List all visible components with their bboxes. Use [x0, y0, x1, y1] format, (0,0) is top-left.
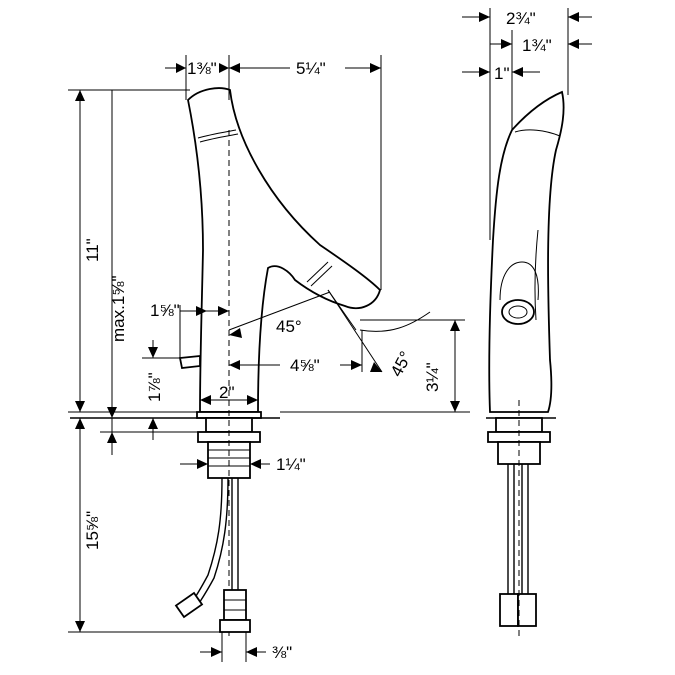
arrow	[370, 362, 382, 372]
lever-handle	[178, 355, 201, 369]
angle-line-1	[228, 291, 331, 331]
dimension-lines	[68, 8, 592, 662]
arrow	[247, 395, 258, 405]
arrow	[196, 306, 207, 316]
arrow	[211, 647, 222, 657]
label-shank-width: 1¼"	[276, 455, 306, 474]
arrow	[107, 432, 117, 443]
side-fitting-left	[499, 593, 519, 627]
label-lever-height: 1⅞"	[145, 372, 164, 402]
side-rim-line	[514, 129, 561, 137]
angle-arc	[359, 311, 431, 332]
label-upper-depth: 1¾"	[522, 36, 552, 55]
arrow	[75, 418, 85, 429]
arrow	[501, 39, 512, 49]
label-total-height: 11"	[83, 238, 102, 262]
label-hose-length: 15⅝"	[83, 511, 102, 550]
arrow	[568, 12, 579, 22]
side-spray-outline	[499, 261, 539, 301]
label-spout-reach: 5¼"	[296, 59, 326, 78]
arrow	[75, 90, 85, 101]
spout-rim-line-2	[199, 133, 239, 143]
arrow	[479, 12, 490, 22]
dimension-labels: 1⅜" 5¼" 11" max.1⅝" 1⅝" 45° 45° 4⅝" 1⅞" …	[83, 9, 552, 662]
label-angle-1: 45°	[276, 317, 302, 336]
label-neck-depth: 1"	[494, 64, 510, 83]
label-angle-2: 45°	[387, 348, 416, 380]
arrow	[229, 63, 240, 73]
label-outlet-height: 3¼"	[423, 362, 442, 392]
label-max-deck: max.1⅝"	[109, 275, 128, 342]
label-base-diameter: 2"	[219, 383, 235, 402]
arrow	[107, 407, 117, 418]
arrow	[568, 39, 579, 49]
arrow	[197, 459, 208, 469]
arrow	[75, 401, 85, 412]
arrow	[148, 418, 158, 429]
label-top-left-width: 1⅜"	[187, 59, 217, 78]
arrow	[450, 320, 460, 331]
spout-rim-line	[197, 129, 237, 139]
fitting-right	[223, 589, 247, 621]
arrow	[512, 67, 523, 77]
label-lever-offset: 1⅝"	[150, 301, 180, 320]
arrow	[229, 328, 242, 338]
side-hose-line	[534, 229, 539, 321]
label-spout-to-center: 4⅝"	[290, 356, 320, 375]
arrow	[200, 395, 211, 405]
front-view-faucet	[70, 87, 382, 640]
side-fitting-right	[517, 593, 537, 627]
fitting-right-nut	[219, 619, 251, 633]
side-body-outline	[488, 90, 565, 413]
arrow	[351, 360, 362, 370]
label-body-depth: 2¾"	[506, 9, 536, 28]
arrow	[229, 360, 240, 370]
side-view-faucet	[486, 90, 565, 640]
arrow	[148, 347, 158, 358]
spray-face	[501, 299, 535, 325]
arrow	[246, 647, 257, 657]
angle-line-3	[327, 289, 383, 373]
fitting-left	[174, 591, 204, 619]
spray-head-band	[306, 261, 329, 283]
arrow	[370, 63, 381, 73]
arrow	[450, 401, 460, 412]
arrow	[75, 621, 85, 632]
arrow	[250, 459, 261, 469]
label-connection-size: ⅜"	[272, 643, 292, 662]
arrow	[479, 67, 490, 77]
arrow	[218, 306, 229, 316]
arrow	[176, 63, 186, 73]
spray-head-band-2	[310, 265, 333, 287]
spray-face-inner	[508, 305, 528, 319]
arrow	[219, 63, 229, 73]
hose-left-2	[195, 477, 229, 609]
hose-left	[189, 477, 223, 606]
